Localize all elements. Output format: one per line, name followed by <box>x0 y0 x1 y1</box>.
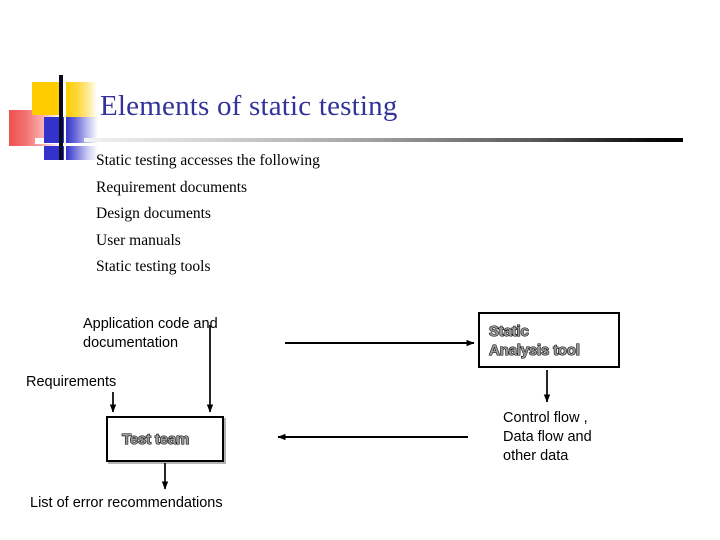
decorative-logo <box>0 0 110 170</box>
bullet-item-1: Requirement documents <box>96 178 248 196</box>
diagram-label-requirements: Requirements <box>26 374 117 390</box>
bullet-item-2: Design documents <box>96 205 211 222</box>
diagram-box-test-team: Test team <box>106 416 224 462</box>
diagram-label-error-list: List of error recommendations <box>30 495 223 511</box>
slide-title: Elements of static testing <box>100 90 398 122</box>
diagram-label-application-code: Application code and documentation <box>83 316 218 351</box>
bullet-list: Static testing accesses the following Re… <box>96 148 320 281</box>
diagram-box-static-analysis-tool: Static Analysis tool <box>478 312 620 368</box>
deco-yellow-gradient-rect <box>66 82 97 118</box>
bullet-item-0: Static testing accesses the following <box>96 152 320 169</box>
title-divider-rule <box>84 138 683 142</box>
deco-blue-gradient-lower <box>66 146 98 160</box>
bullet-item-3: User manuals <box>96 231 181 249</box>
diagram-box-static-analysis-tool-label: Static Analysis tool <box>488 322 580 359</box>
deco-vertical-line <box>59 75 63 160</box>
bullet-item-4: Static testing tools <box>96 258 211 275</box>
deco-yellow-square <box>32 82 63 115</box>
diagram-label-flows: Control flow , Data flow and other data <box>503 410 592 464</box>
diagram-box-test-team-label: Test team <box>121 430 190 448</box>
